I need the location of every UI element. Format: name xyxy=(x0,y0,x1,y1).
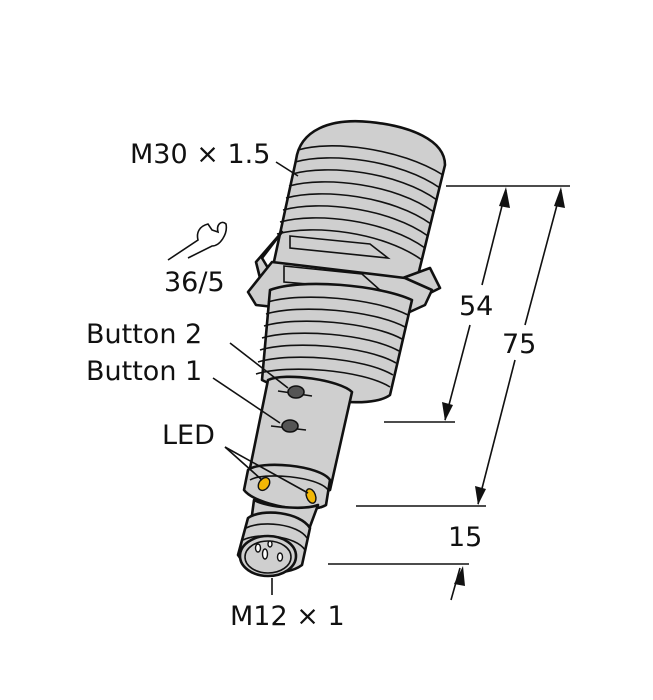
dimension-75: 75 xyxy=(502,329,536,360)
button-1-label: Button 1 xyxy=(86,356,202,387)
button-2 xyxy=(277,385,313,399)
led-label: LED xyxy=(162,420,215,451)
lower-thread-lines xyxy=(255,296,409,388)
wrench-icon xyxy=(167,221,228,261)
led-left xyxy=(257,476,271,492)
dimension-54: 54 xyxy=(459,291,493,322)
connector-size-label: M12 × 1 xyxy=(230,601,345,632)
thread-size-label: M30 × 1.5 xyxy=(130,139,270,170)
led-right xyxy=(305,488,317,504)
leader-lines xyxy=(212,161,309,595)
dimension-arrows xyxy=(442,187,565,586)
button-2-label: Button 2 xyxy=(86,319,202,350)
connector-pins xyxy=(254,540,284,562)
wrench-size-label: 36/5 xyxy=(164,267,225,298)
dimension-15: 15 xyxy=(448,522,482,553)
sensor-body xyxy=(236,120,447,578)
upper-thread-lines xyxy=(276,145,444,261)
button-1 xyxy=(270,419,307,433)
